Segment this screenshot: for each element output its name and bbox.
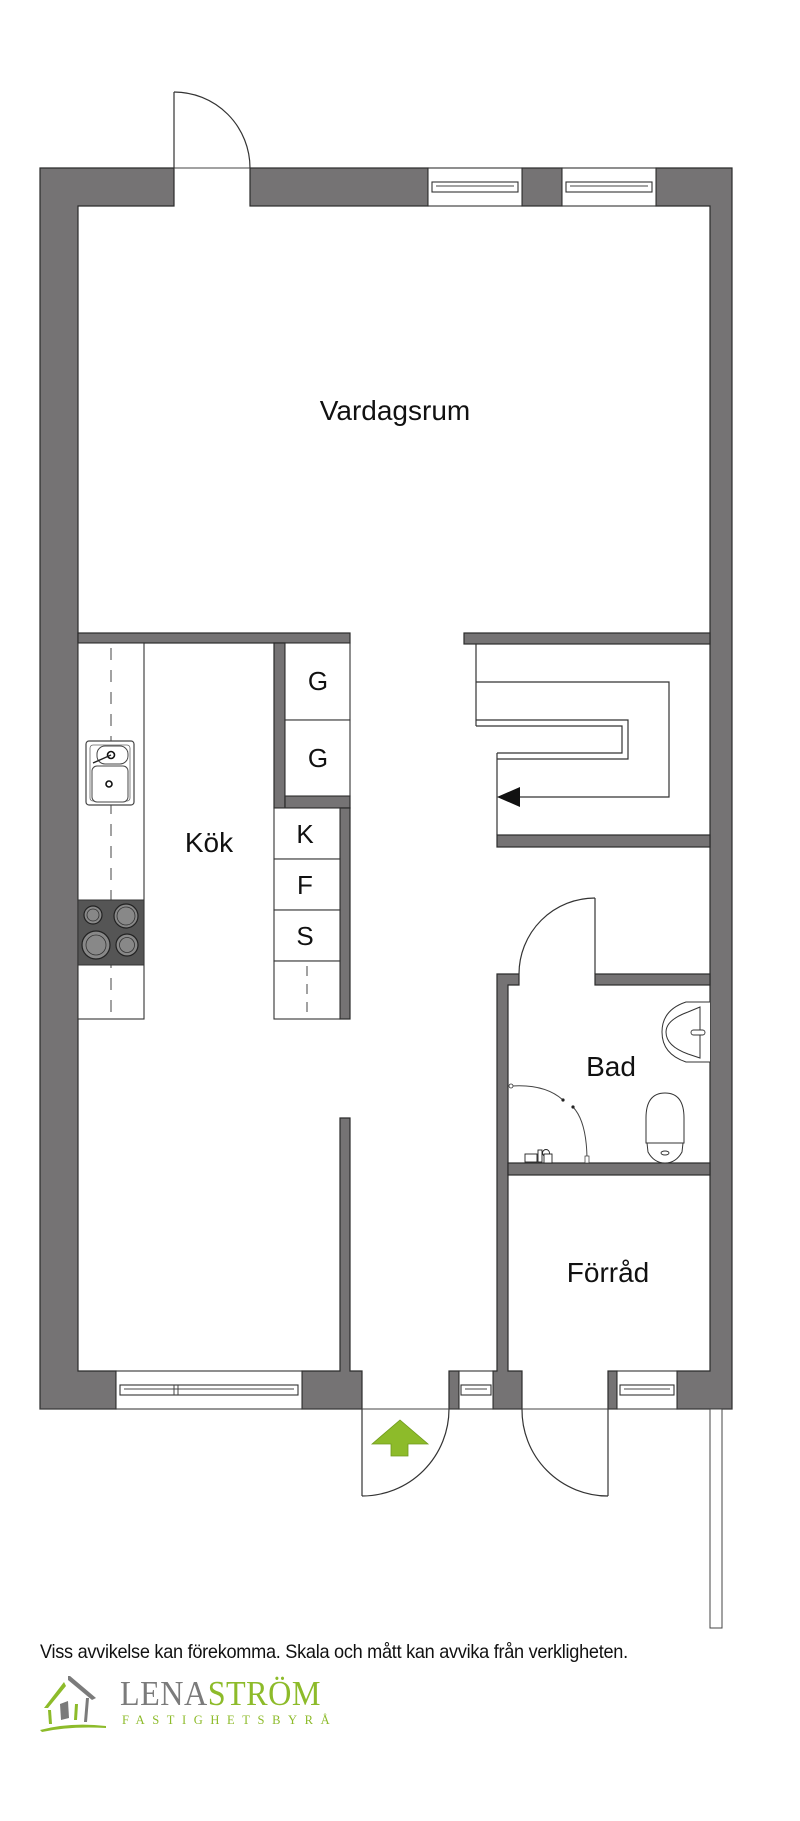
window-bottom-kitchen [115,1370,303,1410]
house-logo-icon [40,1676,106,1732]
company-logo: LENASTRÖM FASTIGHETSBYRÅ [40,1674,340,1736]
cabinet-s-label: S [296,921,313,951]
counter-right-end [273,960,341,1020]
washbasin-icon [661,1001,710,1063]
window-bottom-storage [616,1370,678,1410]
top-door [173,91,251,169]
sink-icon [85,740,135,806]
freezer: F [273,858,341,911]
fence-post [709,1408,723,1629]
logo-subtitle: FASTIGHETSBYRÅ [122,1713,338,1727]
staircase [475,644,670,835]
room-label-vardagsrum: Vardagsrum [320,395,470,426]
entrance-arrow-icon [370,1419,430,1457]
room-label-kok: Kök [185,827,234,858]
logo-wordmark: LENASTRÖM [120,1674,321,1714]
cabinet-s: S [273,909,341,962]
storage-door [521,1408,609,1497]
fridge: K [273,807,341,860]
fridge-label: K [296,819,314,849]
toilet-icon [645,1092,685,1164]
shower-mixer-icon [524,1149,553,1164]
cabinet-g1: G [284,642,351,721]
freezer-label: F [297,870,313,900]
cabinet-g2-label: G [308,743,328,773]
room-label-bad: Bad [586,1051,636,1082]
stair-direction-arrow-icon [497,787,520,807]
interior-walls [77,632,711,1176]
room-label-forrad: Förråd [567,1257,649,1288]
window-bottom-hall [458,1370,494,1410]
window-top-1 [427,167,523,207]
bath-door [518,897,596,975]
stove-hob-icon [77,899,145,966]
logo-name-part2: STRÖM [207,1674,321,1713]
shower-curtain-icon [508,1083,590,1164]
disclaimer-caption: Viss avvikelse kan förekomma. Skala och … [40,1641,628,1663]
window-top-2 [561,167,657,207]
exterior-walls [39,167,733,1410]
cabinet-g1-label: G [308,666,328,696]
cabinet-g2: G [284,719,351,797]
logo-name-part1: LENA [120,1674,208,1713]
